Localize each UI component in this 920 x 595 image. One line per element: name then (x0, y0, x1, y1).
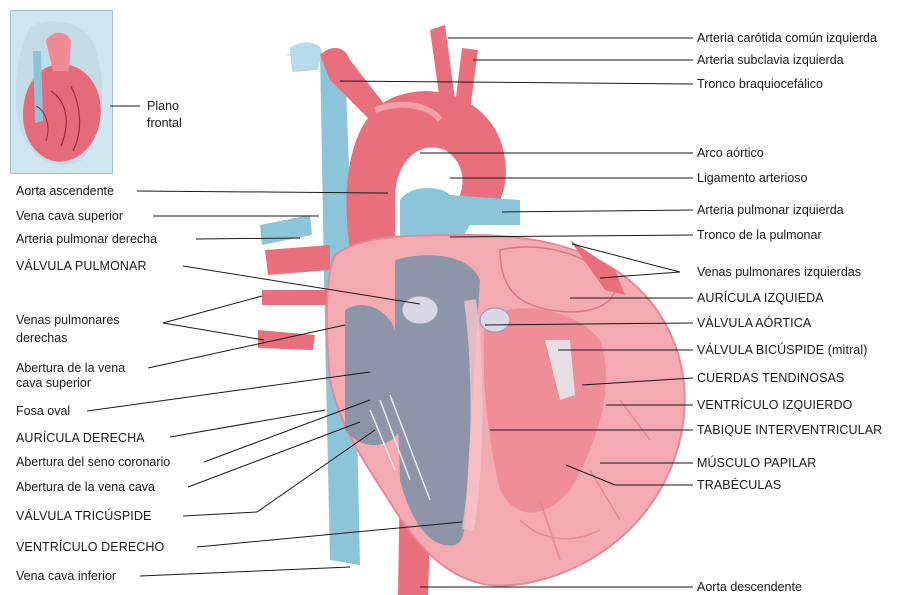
label-aorta-descendente: Aorta descendente (697, 580, 802, 594)
label-abertura-vena-cava: Abertura de la vena cava (16, 480, 155, 494)
label-valvula-aortica: VÁLVULA AÓRTICA (697, 316, 811, 330)
label-tronco-pulmonar: Tronco de la pulmonar (697, 228, 822, 242)
label-aorta-ascendente: Aorta ascendente (16, 184, 114, 198)
label-vena-cava-inferior: Vena cava inferior (16, 569, 116, 583)
label-musculo-papilar: MÚSCULO PAPILAR (697, 456, 816, 470)
label-carotida: Arteria carótida común izquierda (697, 31, 877, 45)
label-trabeculas: TRABÉCULAS (697, 478, 781, 492)
label-valvula-tricuspide: VÁLVULA TRICÚSPIDE (16, 509, 151, 523)
label-venas-pulmonares-derechas-2: derechas (16, 331, 67, 345)
label-ventriculo-izq: VENTRÍCULO IZQUIERDO (697, 398, 853, 412)
label-venas-pulmonares-derechas-1: Venas pulmonares (16, 313, 120, 327)
label-venas-pulmonares-izq: Venas pulmonares izquierdas (697, 265, 861, 279)
label-valvula-pulmonar: VÁLVULA PULMONAR (16, 259, 147, 273)
label-ligamento: Ligamento arterioso (697, 171, 807, 185)
label-tabique: TABIQUE INTERVENTRICULAR (697, 423, 882, 437)
label-abertura-vena-cava-sup-2: cava superior (16, 376, 91, 390)
label-arco-aortico: Arco aórtico (697, 146, 764, 160)
label-abertura-seno-coronario: Abertura del seno coronario (16, 455, 170, 469)
label-cuerdas: CUERDAS TENDINOSAS (697, 371, 844, 385)
label-ventriculo-derecho: VENTRÍCULO DERECHO (16, 540, 164, 554)
label-arteria-pulmonar-derecha: Arteria pulmonar derecha (16, 232, 157, 246)
label-arteria-pulmonar-izq: Arteria pulmonar izquierda (697, 203, 844, 217)
label-braquiocefalico: Tronco braquiocefálico (697, 77, 823, 91)
label-vena-cava-superior: Vena cava superior (16, 209, 123, 223)
label-subclavia: Arteria subclavia izquierda (697, 53, 844, 67)
label-valvula-bicuspide: VÁLVULA BICÚSPIDE (mitral) (697, 343, 867, 357)
label-fosa-oval: Fosa oval (16, 404, 70, 418)
label-auricula-izq: AURÍCULA IZQUIEDA (697, 291, 824, 305)
label-auricula-derecha: AURÍCULA DERECHA (16, 431, 145, 445)
label-abertura-vena-cava-sup-1: Abertura de la vena (16, 361, 125, 375)
